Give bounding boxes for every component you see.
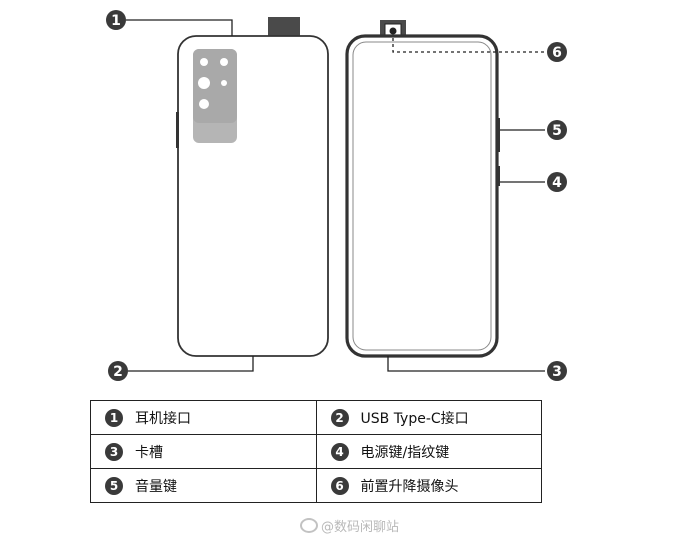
legend-label-6: 前置升降摄像头 bbox=[360, 478, 459, 495]
phone-front-view bbox=[345, 20, 500, 358]
volume-button bbox=[496, 118, 500, 152]
popup-camera-lens bbox=[389, 27, 397, 35]
phone-front-screen bbox=[352, 41, 492, 351]
legend-row: 3 卡槽 4 电源键/指纹键 bbox=[90, 434, 542, 469]
legend-badge-6: 6 bbox=[330, 476, 349, 495]
camera-lens-2 bbox=[220, 58, 228, 66]
phone-front-body bbox=[345, 34, 499, 358]
power-button bbox=[496, 166, 500, 186]
legend-badge-4: 4 bbox=[330, 442, 349, 461]
camera-lens-5 bbox=[199, 99, 209, 109]
legend-row: 1 耳机接口 2 USB Type-C接口 bbox=[90, 400, 542, 435]
leader-line-6 bbox=[392, 38, 545, 53]
phone-back-view bbox=[176, 17, 329, 357]
weibo-logo-icon bbox=[300, 518, 318, 533]
legend-badge-5: 5 bbox=[105, 476, 123, 495]
legend-cell-6: 6 前置升降摄像头 bbox=[315, 468, 542, 503]
legend-row: 5 音量键 6 前置升降摄像头 bbox=[90, 468, 542, 503]
callout-badge-1: 1 bbox=[106, 10, 126, 30]
callout-badge-5: 5 bbox=[547, 120, 567, 140]
legend-cell-2: 2 USB Type-C接口 bbox=[315, 400, 542, 435]
side-button-back bbox=[176, 112, 179, 148]
legend-label-2: USB Type-C接口 bbox=[360, 410, 469, 427]
leader-line-3 bbox=[387, 356, 545, 372]
camera-lens-3 bbox=[198, 77, 210, 89]
legend-label-4: 电源键/指纹键 bbox=[360, 444, 450, 461]
phone-diagram: 1 2 3 4 5 6 bbox=[106, 10, 567, 381]
legend-cell-3: 3 卡槽 bbox=[90, 434, 317, 469]
callout-number-1: 1 bbox=[111, 13, 121, 29]
callout-badge-6: 6 bbox=[547, 42, 567, 62]
callout-badges: 1 2 3 4 5 6 bbox=[106, 10, 567, 381]
camera-lens-4 bbox=[221, 80, 227, 86]
leader-line-1 bbox=[126, 19, 233, 36]
legend-badge-2: 2 bbox=[330, 408, 349, 427]
callout-number-4: 4 bbox=[552, 175, 562, 191]
watermark-text: @数码闲聊站 bbox=[321, 520, 400, 535]
legend-cell-4: 4 电源键/指纹键 bbox=[315, 434, 542, 469]
legend-label-1: 耳机接口 bbox=[135, 410, 191, 427]
legend-badge-1: 1 bbox=[105, 408, 123, 427]
legend-badge-3: 3 bbox=[105, 442, 123, 461]
callout-badge-4: 4 bbox=[547, 172, 567, 192]
legend-cell-1: 1 耳机接口 bbox=[90, 400, 317, 435]
legend-label-5: 音量键 bbox=[135, 478, 177, 495]
callout-number-6: 6 bbox=[552, 45, 562, 61]
callout-number-5: 5 bbox=[552, 123, 562, 139]
leader-lines bbox=[126, 19, 545, 372]
leader-line-2 bbox=[128, 356, 254, 372]
watermark: @数码闲聊站 bbox=[300, 516, 399, 535]
callout-badge-3: 3 bbox=[547, 361, 567, 381]
legend-label-3: 卡槽 bbox=[135, 444, 163, 461]
callout-number-3: 3 bbox=[552, 364, 562, 380]
callout-badge-2: 2 bbox=[108, 361, 128, 381]
camera-lens-1 bbox=[200, 58, 208, 66]
callout-number-2: 2 bbox=[113, 364, 123, 380]
legend-cell-5: 5 音量键 bbox=[90, 468, 317, 503]
